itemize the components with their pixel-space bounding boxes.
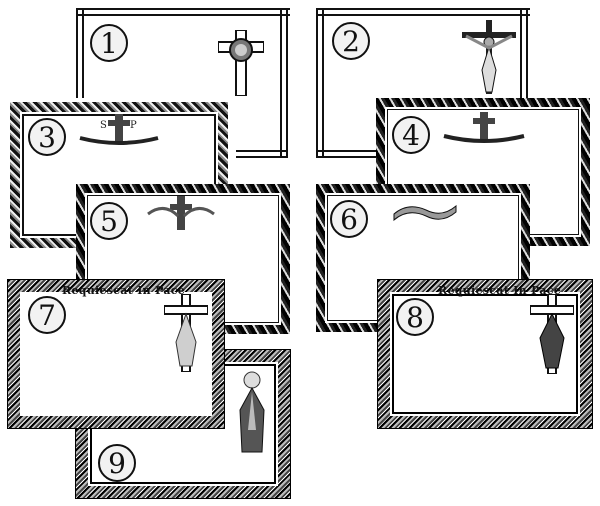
cross-monogram-icon: S P (78, 114, 160, 148)
cross-monogram-icon (442, 112, 526, 146)
frame-number-badge: 9 (98, 444, 136, 482)
ribbon-scroll-icon (392, 200, 458, 222)
cross-with-face-icon (218, 30, 264, 96)
frame-number-badge: 7 (28, 296, 66, 334)
frame-number-badge: 3 (28, 118, 66, 156)
frame-caption: Requiescat In Pace (62, 284, 186, 297)
frame-number-badge: 8 (396, 298, 434, 336)
frame-number-badge: 5 (90, 202, 128, 240)
crucifix-icon (462, 20, 516, 94)
svg-text:S: S (100, 120, 107, 131)
svg-text:P: P (130, 120, 137, 131)
frame-number-badge: 6 (330, 200, 368, 238)
frame-number-badge: 1 (90, 24, 128, 62)
frame-caption: Requiescat In Pace (438, 284, 562, 297)
cross-palm-icon (144, 196, 218, 236)
frame-1 (76, 8, 290, 158)
frame-number-badge: 4 (392, 116, 430, 154)
frame-number-badge: 2 (332, 22, 370, 60)
frame-2 (316, 8, 530, 158)
saint-figure-icon (234, 370, 270, 454)
cross-figure-dark-icon (530, 294, 574, 374)
cross-figure-icon (164, 294, 208, 372)
